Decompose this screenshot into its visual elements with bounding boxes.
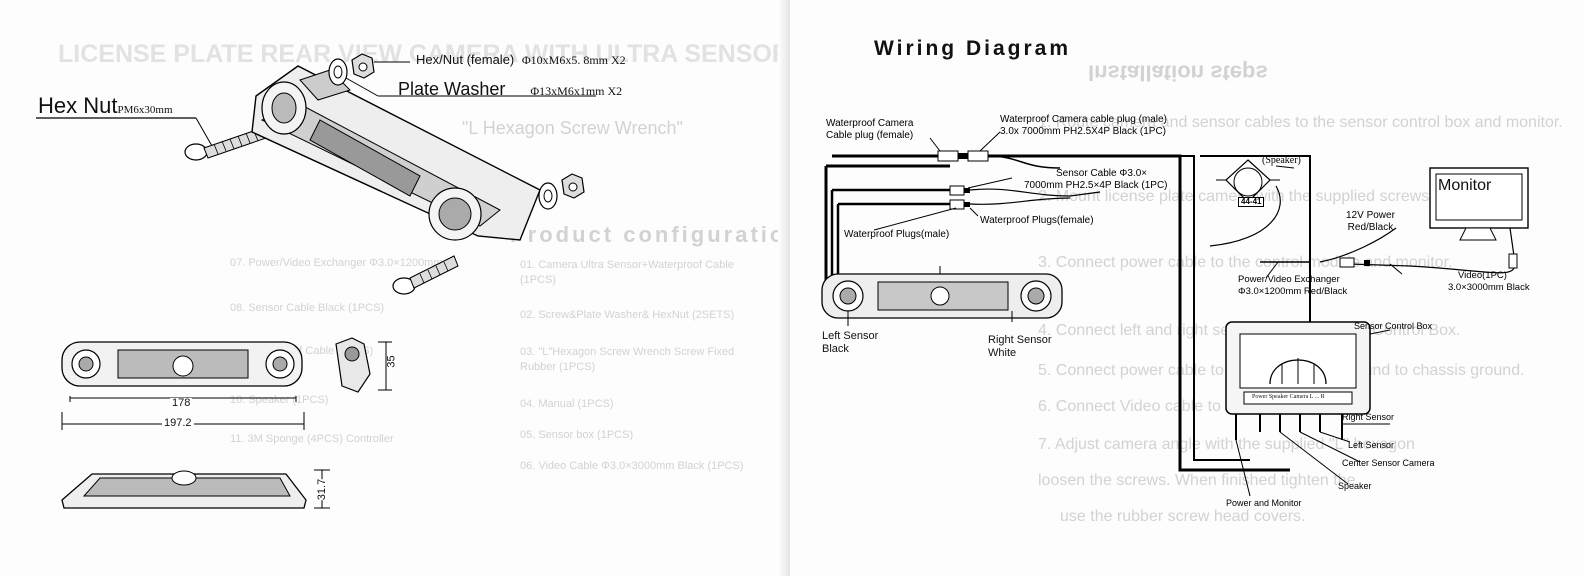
bottom-view-drawing <box>61 469 330 509</box>
label-right-sensor: Right Sensor White <box>988 334 1052 359</box>
label-out-speaker: Speaker <box>1338 481 1372 491</box>
dimension-197-2: 197.2 <box>162 417 194 429</box>
hex-nut-label: Hex NutPM6x30mm <box>38 93 173 118</box>
ghost-config-list: 01. Camera Ultra Sensor+Waterproof Cable… <box>520 259 744 472</box>
label-sensor-control-box: Sensor Control Box <box>1354 321 1433 331</box>
camera-housing-exploded <box>251 65 541 241</box>
label-power-video-exchanger: Power/Video Exchanger Φ3.0×1200mm Red/Bl… <box>1238 274 1348 297</box>
exploded-view-drawing <box>36 53 596 509</box>
label-left-sensor: Left Sensor Black <box>822 330 879 355</box>
label-speaker-code: 44-41 <box>1238 197 1265 207</box>
ghost-section-title: Product configuration <box>510 222 790 247</box>
ghost-step-1: 1. Route camera and sensor cables to the… <box>1038 114 1563 131</box>
label-out-left-sensor: Left Sensor <box>1348 440 1395 450</box>
label-12v-power: 12V Power Red/Black <box>1346 210 1395 233</box>
dimension-31-7: 31.7 <box>316 478 329 501</box>
ghost-step-8: loosen the screws. When finished tighten… <box>1038 472 1356 489</box>
page-title: Wiring Diagram <box>874 37 1071 60</box>
left-page: LICENSE PLATE REAR VIEW CAMERA WITH ULTR… <box>0 0 790 576</box>
label-camera-plug-male: Waterproof Camera cable plug (male) 3.0x… <box>1000 114 1167 137</box>
ghost-step-2: 2. Mount license plate camera with the s… <box>1038 188 1434 205</box>
label-speaker-top: (Speaker) <box>1262 155 1301 166</box>
label-out-center-camera: Center Sensor Camera <box>1342 458 1435 468</box>
ghost-step-7: 7. Adjust camera angle with the supplied… <box>1038 436 1415 453</box>
label-out-power-monitor: Power and Monitor <box>1226 498 1302 508</box>
label-box-brand: Power Speaker Camera L ... R <box>1252 394 1325 400</box>
monitor-drawing <box>1429 167 1529 269</box>
sensor-bar-drawing <box>821 266 1063 326</box>
ghost-wrench: "L Hexagon Screw Wrench" <box>462 118 683 138</box>
sensor-control-box-drawing <box>1225 321 1391 497</box>
label-out-right-sensor: Right Sensor <box>1342 412 1395 422</box>
wiring-diagram <box>821 131 1529 497</box>
label-waterproof-plugs-male: Waterproof Plugs(male) <box>844 229 950 240</box>
dimension-35: 35 <box>385 355 398 368</box>
dimension-178: 178 <box>170 397 193 409</box>
label-waterproof-plugs-female: Waterproof Plugs(female) <box>980 215 1094 226</box>
ghost-step-9: use the rubber screw head covers. <box>1060 508 1306 525</box>
side-view-drawing <box>335 337 392 393</box>
plate-washer-label: Plate Washer Φ13xM6x1mm X2 <box>398 79 623 99</box>
ghost-heading-left: LICENSE PLATE REAR VIEW CAMERA WITH ULTR… <box>58 40 790 68</box>
hexnut-female-label: Hex/Nut (female) Φ10xM6x5. 8mm X2 <box>416 52 626 67</box>
label-monitor: Monitor <box>1438 177 1492 194</box>
lower-screw <box>392 255 459 295</box>
right-page: Installation steps 1. Route camera and s… <box>790 0 1584 576</box>
label-sensor-cable: Sensor Cable Φ3.0× 7000mm PH2.5×4P Black… <box>1024 168 1168 191</box>
label-video: Video(1PC) 3.0×3000mm Black <box>1448 270 1530 293</box>
label-camera-plug-female: Waterproof Camera Cable plug (female) <box>826 118 914 141</box>
